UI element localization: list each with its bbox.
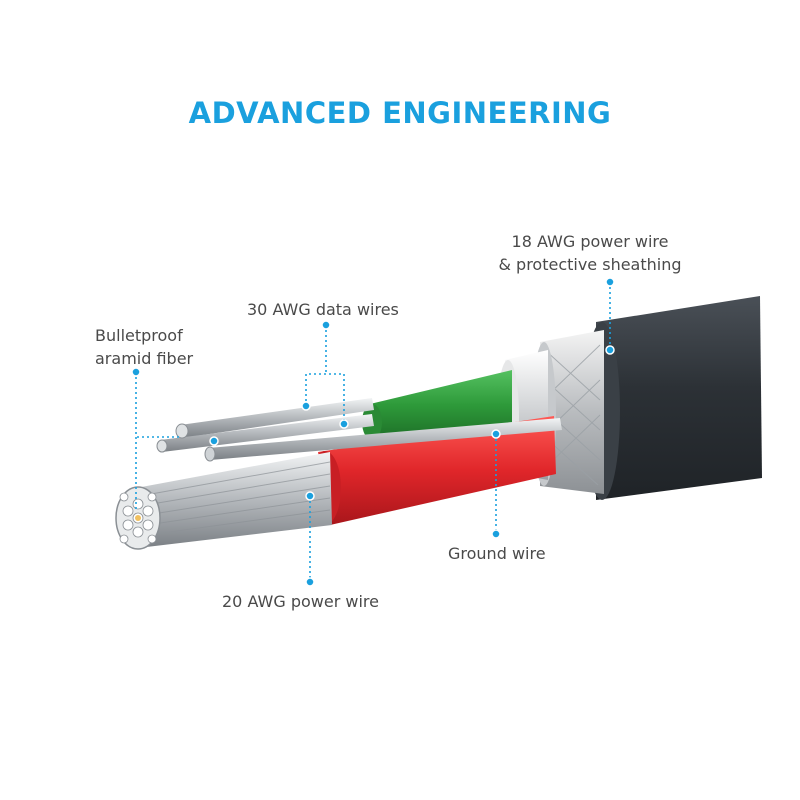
power-wire-bundle xyxy=(115,452,332,550)
dot-ground-top xyxy=(491,429,501,439)
dot-data-1 xyxy=(301,401,311,411)
ground-wire xyxy=(204,418,562,462)
callout-data-branch xyxy=(305,373,345,424)
label-aramid-line-1: Bulletproof xyxy=(95,326,183,345)
dot-data-2 xyxy=(339,419,349,429)
dot-power20-bottom xyxy=(305,577,315,587)
dot-sheathing-bottom xyxy=(605,345,615,355)
label-power-wire-20awg: 20 AWG power wire xyxy=(222,592,379,611)
label-sheathing-line-2: & protective sheathing xyxy=(498,255,682,274)
label-data-wires: 30 AWG data wires xyxy=(247,300,399,319)
dot-ground-bottom xyxy=(491,529,501,539)
dot-sheathing-top xyxy=(605,277,615,287)
dot-data-3 xyxy=(209,436,219,446)
label-aramid-fiber: Bulletproof aramid fiber xyxy=(95,324,193,370)
label-sheathing: 18 AWG power wire & protective sheathing xyxy=(496,230,684,276)
dot-power20-top xyxy=(305,491,315,501)
outer-jacket xyxy=(584,296,762,500)
label-ground-wire: Ground wire xyxy=(448,544,546,563)
label-sheathing-line-1: 18 AWG power wire xyxy=(511,232,669,251)
callout-dots xyxy=(131,277,615,587)
callout-lines xyxy=(135,282,611,582)
dot-aramid-top xyxy=(131,367,141,377)
page-title: ADVANCED ENGINEERING xyxy=(188,96,612,130)
dot-data-top xyxy=(321,320,331,330)
label-aramid-line-2: aramid fiber xyxy=(95,349,194,368)
